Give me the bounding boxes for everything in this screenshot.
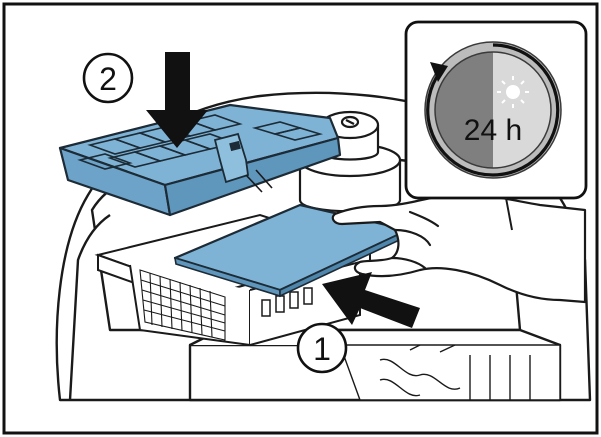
filter-sheet [173, 203, 410, 298]
sun-icon [497, 76, 529, 108]
step-2-arrow [146, 52, 208, 148]
step-2-label: 2 [99, 61, 117, 97]
duration-label: 24 h [464, 114, 522, 147]
clock-cycle-icon [426, 43, 560, 177]
filter-cover [58, 103, 342, 217]
step-2-marker: 2 [82, 52, 134, 104]
night-half [435, 52, 493, 168]
day-half [493, 52, 551, 168]
tray-slots [261, 287, 313, 317]
filter-mesh-grid [139, 269, 226, 341]
step-1-marker: 1 [296, 322, 348, 374]
duration-inset: 24 h [404, 20, 588, 231]
lower-grille [339, 344, 561, 401]
filter-cover-side [163, 136, 342, 217]
step-1-arrow [322, 272, 420, 328]
step-1-label: 1 [313, 331, 331, 367]
hand-illustration [331, 192, 587, 304]
